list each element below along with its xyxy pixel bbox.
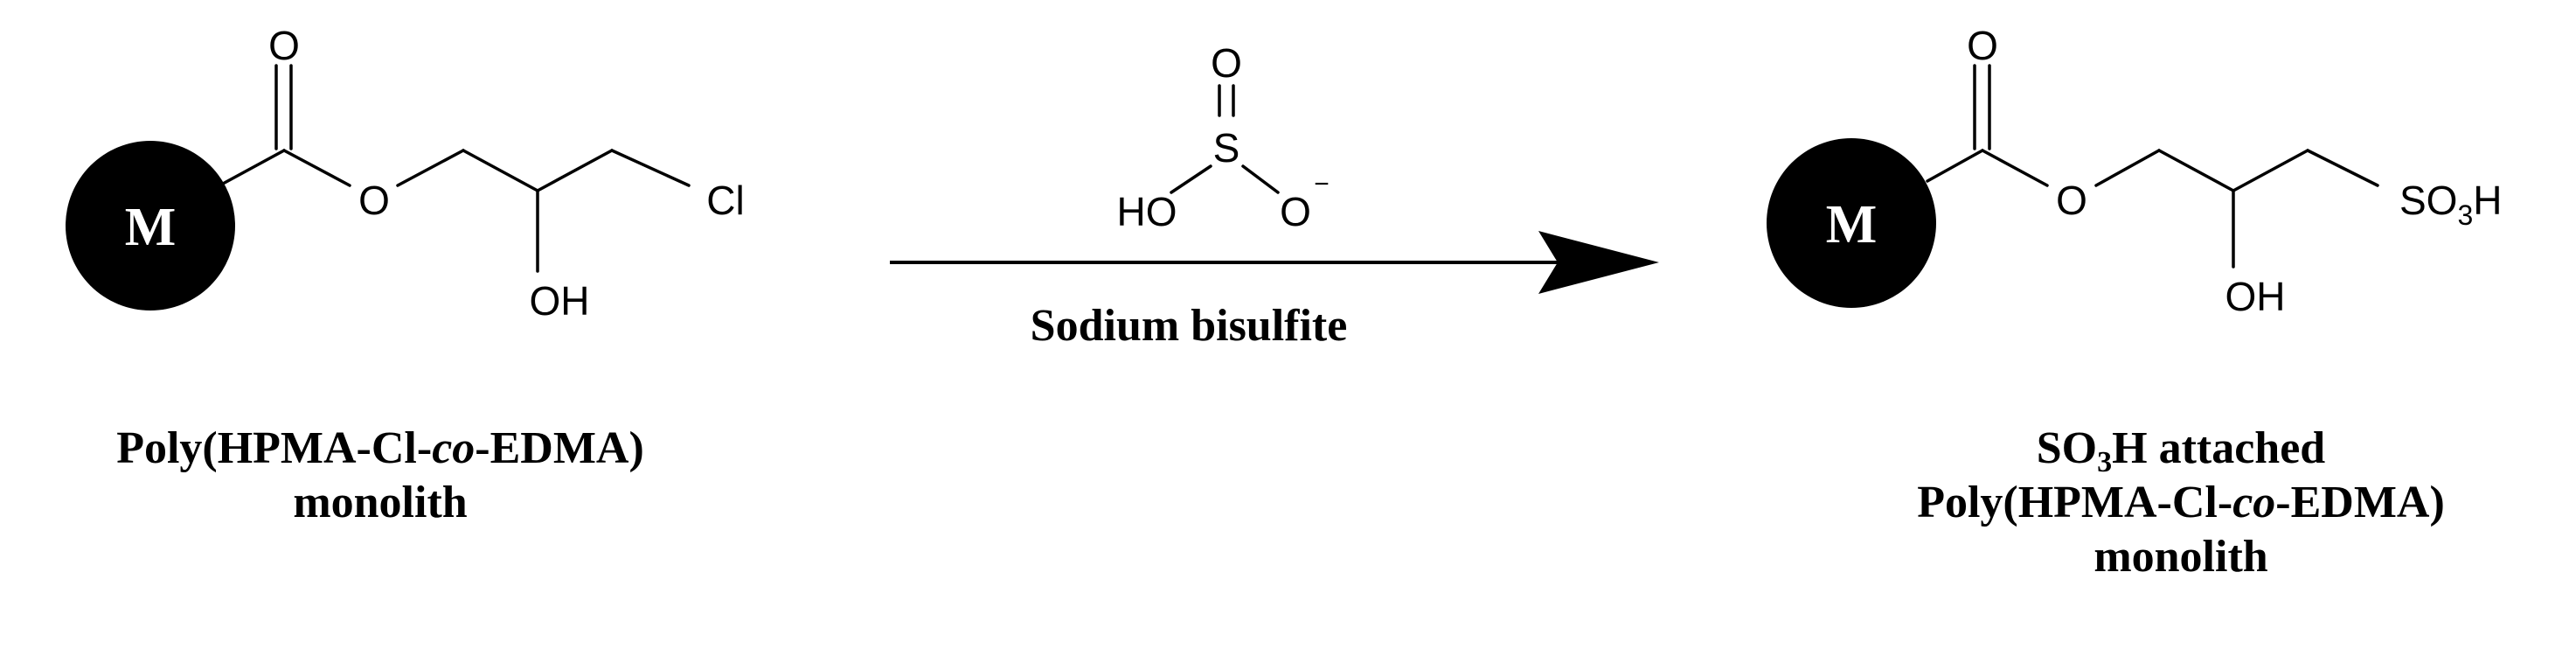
sulfur-atom: S	[1213, 125, 1240, 171]
negative-charge: −	[1314, 170, 1330, 199]
hydroxyl-group: OH	[530, 278, 590, 324]
bond	[2094, 149, 2161, 187]
reaction-arrow	[890, 231, 1659, 294]
ester-oxygen: O	[358, 178, 390, 223]
bond	[610, 149, 691, 187]
chlorine-atom: Cl	[706, 178, 744, 223]
reactant-caption-line2: monolith	[293, 478, 468, 527]
product-caption-line2: Poly(HPMA-Cl-co-EDMA)	[1917, 478, 2445, 527]
bead-label: M	[125, 198, 177, 257]
bond	[2232, 149, 2309, 192]
bond	[536, 149, 614, 192]
monolith-bead	[1767, 138, 1936, 308]
bond	[2306, 149, 2379, 187]
product-caption: SO3H attached Poly(HPMA-Cl-co-EDMA) mono…	[1792, 422, 2570, 584]
bond	[1926, 149, 1984, 183]
bond	[1981, 149, 2049, 187]
anionic-oxygen: O	[1280, 189, 1311, 234]
reactant-structure: M O O OH Cl	[66, 23, 745, 324]
bond	[2157, 149, 2235, 192]
product-caption-line1: SO3H attached	[2036, 423, 2326, 478]
monolith-bead	[66, 141, 235, 311]
bond	[396, 149, 465, 187]
reactant-caption: Poly(HPMA-Cl-co-EDMA) monolith	[0, 422, 760, 530]
sulfonic-acid-group: SO3H	[2399, 178, 2503, 231]
ester-oxygen: O	[2056, 178, 2087, 223]
bond	[462, 149, 539, 192]
carbonyl-oxygen: O	[1967, 23, 1998, 68]
s-oh-bond	[1170, 164, 1212, 194]
product-structure: M O O OH SO3H	[1767, 23, 2503, 319]
s-o-bond	[1241, 164, 1280, 194]
hydroxyl-group: OH	[2225, 274, 2286, 319]
hydroxy-group: HO	[1117, 189, 1177, 234]
bead-label: M	[1826, 195, 1878, 255]
sulfur-top-oxygen: O	[1211, 40, 1242, 86]
bond	[221, 149, 286, 185]
reagent-structure: O S HO O −	[1117, 40, 1330, 234]
carbonyl-oxygen: O	[268, 23, 300, 68]
bond	[282, 149, 351, 187]
reagent-name: Sodium bisulfite	[1030, 301, 1348, 351]
reactant-caption-line1: Poly(HPMA-Cl-co-EDMA)	[116, 423, 644, 473]
arrow-head	[1538, 231, 1659, 294]
product-caption-line3: monolith	[2093, 532, 2268, 582]
